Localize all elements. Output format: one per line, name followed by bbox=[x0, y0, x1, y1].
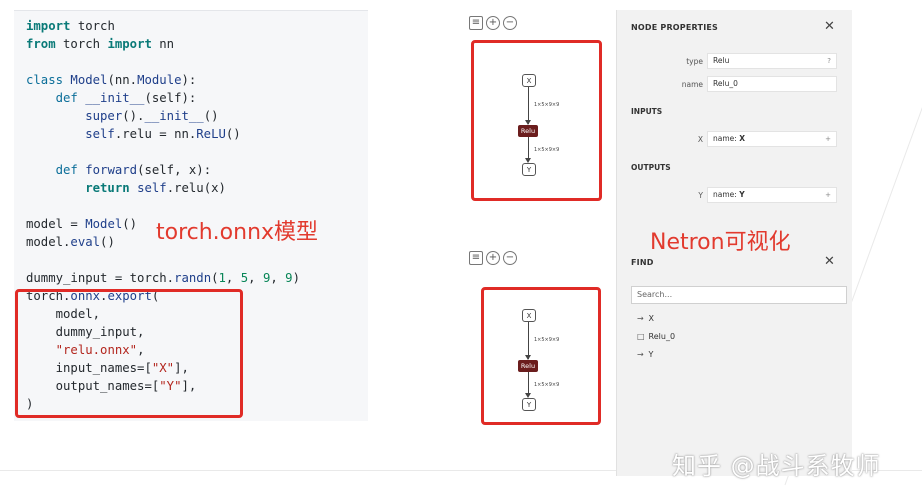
graph-view-bottom: X 1×5×9×9 Relu 1×5×9×9 Y bbox=[482, 288, 600, 424]
expand-icon[interactable]: + bbox=[825, 135, 831, 143]
graph-highlight-box bbox=[471, 40, 602, 201]
expand-icon[interactable]: + bbox=[825, 191, 831, 199]
code-line: import torch bbox=[26, 19, 115, 33]
find-title: FIND bbox=[631, 258, 654, 267]
code-line: def forward(self, x): bbox=[26, 163, 212, 177]
zoom-in-icon[interactable]: + bbox=[486, 16, 500, 30]
code-line: super().__init__() bbox=[26, 109, 219, 123]
find-result-label: X bbox=[648, 314, 655, 323]
graph-toolbar-bottom: ≡ + − bbox=[469, 251, 517, 265]
graph-toolbar-top: ≡ + − bbox=[469, 16, 517, 30]
list-icon[interactable]: ≡ bbox=[469, 251, 483, 265]
inputs-title: INPUTS bbox=[631, 107, 663, 116]
graph-edge-arrow bbox=[525, 393, 531, 398]
graph-edge-arrow bbox=[525, 158, 531, 163]
code-line: input_names=["X"], bbox=[26, 361, 189, 375]
help-icon[interactable]: ? bbox=[827, 57, 831, 65]
graph-edge bbox=[528, 87, 529, 124]
outputs-title: OUTPUTS bbox=[631, 163, 671, 172]
close-icon[interactable]: ✕ bbox=[824, 254, 835, 269]
edge-shape-label: 1×5×9×9 bbox=[534, 337, 560, 343]
graph-node-output[interactable]: Y bbox=[522, 398, 536, 411]
search-input[interactable]: Search... bbox=[631, 286, 847, 304]
code-line: dummy_input, bbox=[26, 325, 145, 339]
graph-node-relu[interactable]: Relu bbox=[518, 125, 538, 137]
find-result-item[interactable]: → X bbox=[637, 314, 654, 323]
edge-shape-label: 1×5×9×9 bbox=[534, 382, 560, 388]
code-line: dummy_input = torch.randn(1, 5, 9, 9) bbox=[26, 271, 300, 285]
code-line: from torch import nn bbox=[26, 37, 175, 51]
code-annotation: torch.onnx模型 bbox=[156, 220, 319, 245]
find-result-item[interactable]: → Y bbox=[637, 350, 653, 359]
graph-highlight-box bbox=[481, 287, 601, 425]
node-icon: □ bbox=[637, 332, 645, 341]
zoom-out-icon[interactable]: − bbox=[503, 16, 517, 30]
name-label: name bbox=[681, 80, 703, 89]
graph-edge bbox=[528, 137, 529, 161]
edge-shape-label: 1×5×9×9 bbox=[534, 102, 560, 108]
code-editor: import torch from torch import nn class Mo… bbox=[14, 10, 368, 421]
list-icon[interactable]: ≡ bbox=[469, 16, 483, 30]
input-x-field[interactable]: name: X + bbox=[707, 131, 837, 147]
netron-annotation: Netron可视化 bbox=[650, 230, 791, 255]
find-result-item[interactable]: □ Relu_0 bbox=[637, 332, 675, 341]
code-line: output_names=["Y"], bbox=[26, 379, 197, 393]
graph-node-relu[interactable]: Relu bbox=[518, 360, 538, 372]
graph-edge-arrow bbox=[525, 355, 531, 360]
zoom-in-icon[interactable]: + bbox=[486, 251, 500, 265]
arrow-icon: → bbox=[637, 350, 644, 359]
find-result-label: Y bbox=[648, 350, 654, 359]
code-line: model, bbox=[26, 307, 101, 321]
code-line: return self.relu(x) bbox=[26, 181, 226, 195]
output-y-field[interactable]: name: Y + bbox=[707, 187, 837, 203]
properties-sidebar: NODE PROPERTIES ✕ type Relu? name Relu_0… bbox=[616, 10, 852, 476]
export-highlight-box bbox=[15, 289, 243, 418]
output-value: Y bbox=[739, 190, 745, 199]
watermark: 知乎 @战斗系牧师 bbox=[672, 452, 881, 480]
code-line: ) bbox=[26, 397, 34, 411]
type-label: type bbox=[686, 57, 703, 66]
type-value: Relu bbox=[713, 56, 730, 65]
close-icon[interactable]: ✕ bbox=[824, 19, 835, 34]
output-prefix: name: bbox=[713, 190, 740, 199]
graph-node-output[interactable]: Y bbox=[522, 163, 536, 176]
graph-view-top: X 1×5×9×9 Relu 1×5×9×9 Y bbox=[472, 42, 600, 199]
graph-node-input[interactable]: X bbox=[522, 74, 536, 87]
zoom-out-icon[interactable]: − bbox=[503, 251, 517, 265]
name-field[interactable]: Relu_0 bbox=[707, 76, 837, 92]
graph-node-input[interactable]: X bbox=[522, 309, 536, 322]
input-value: X bbox=[739, 134, 745, 143]
graph-edge bbox=[528, 322, 529, 359]
graph-edge-arrow bbox=[525, 120, 531, 125]
background-line bbox=[0, 470, 922, 471]
code-line: model.eval() bbox=[26, 235, 115, 249]
code-line: torch.onnx.export( bbox=[26, 289, 160, 303]
code-line: "relu.onnx", bbox=[55, 343, 145, 357]
type-field[interactable]: Relu? bbox=[707, 53, 837, 69]
code-line: class Model(nn.Module): bbox=[26, 73, 197, 87]
graph-edge bbox=[528, 372, 529, 396]
input-prefix: name: bbox=[713, 134, 740, 143]
code-line: model = Model() bbox=[26, 217, 138, 231]
code-line: def __init__(self): bbox=[26, 91, 197, 105]
code-line: self.relu = nn.ReLU() bbox=[26, 127, 241, 141]
output-y-label: Y bbox=[698, 191, 703, 200]
find-result-label: Relu_0 bbox=[648, 332, 676, 341]
input-x-label: X bbox=[697, 135, 703, 144]
node-properties-title: NODE PROPERTIES bbox=[631, 23, 718, 32]
edge-shape-label: 1×5×9×9 bbox=[534, 147, 560, 153]
arrow-icon: → bbox=[637, 314, 644, 323]
